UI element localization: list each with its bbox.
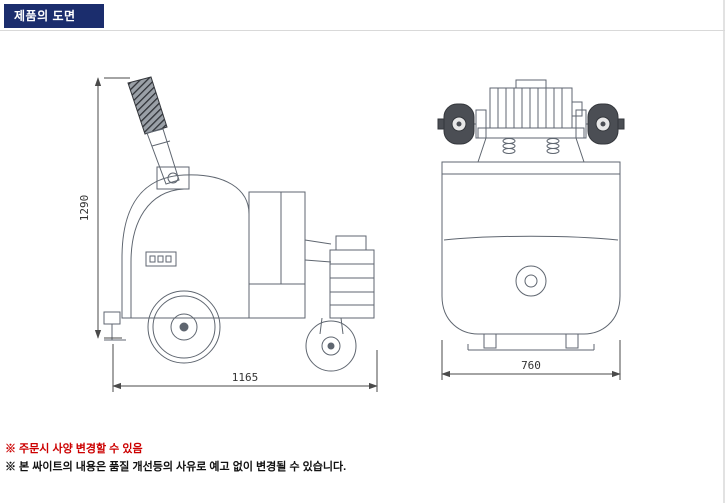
side-body	[121, 174, 250, 319]
header-divider	[0, 30, 725, 31]
lever-pivot	[156, 166, 190, 190]
dim-side-length-label: 1165	[232, 371, 259, 384]
side-housing	[248, 191, 306, 285]
section-header: 제품의 도면	[4, 4, 104, 28]
drum-unit	[304, 235, 375, 319]
control-plate	[145, 251, 177, 267]
front-view	[437, 79, 625, 351]
rear-wheel	[147, 290, 221, 364]
dim-side-height-label: 1290	[78, 195, 91, 222]
dimension-lines	[94, 77, 621, 392]
dimension-labels: 1290 1165 760	[78, 195, 541, 384]
front-bracket	[103, 311, 121, 325]
spring-right	[546, 138, 560, 154]
front-wheel	[305, 317, 357, 372]
front-body	[441, 161, 621, 335]
dim-front-width-label: 760	[521, 359, 541, 372]
handle-grip	[127, 76, 168, 135]
side-view	[103, 76, 375, 372]
footer-notes: ※ 주문시 사양 변경할 수 있음 ※ 본 싸이트의 내용은 품질 개선등의 사…	[5, 440, 346, 476]
spring-left	[502, 138, 516, 154]
center-cap	[515, 265, 547, 297]
note-spec-change: ※ 주문시 사양 변경할 수 있음	[5, 443, 143, 455]
engine-block	[489, 79, 583, 129]
note-disclaimer: ※ 본 싸이트의 내용은 품질 개선등의 사유로 예고 없이 변경될 수 있습니…	[5, 461, 347, 473]
page-title: 제품의 도면	[14, 9, 76, 23]
